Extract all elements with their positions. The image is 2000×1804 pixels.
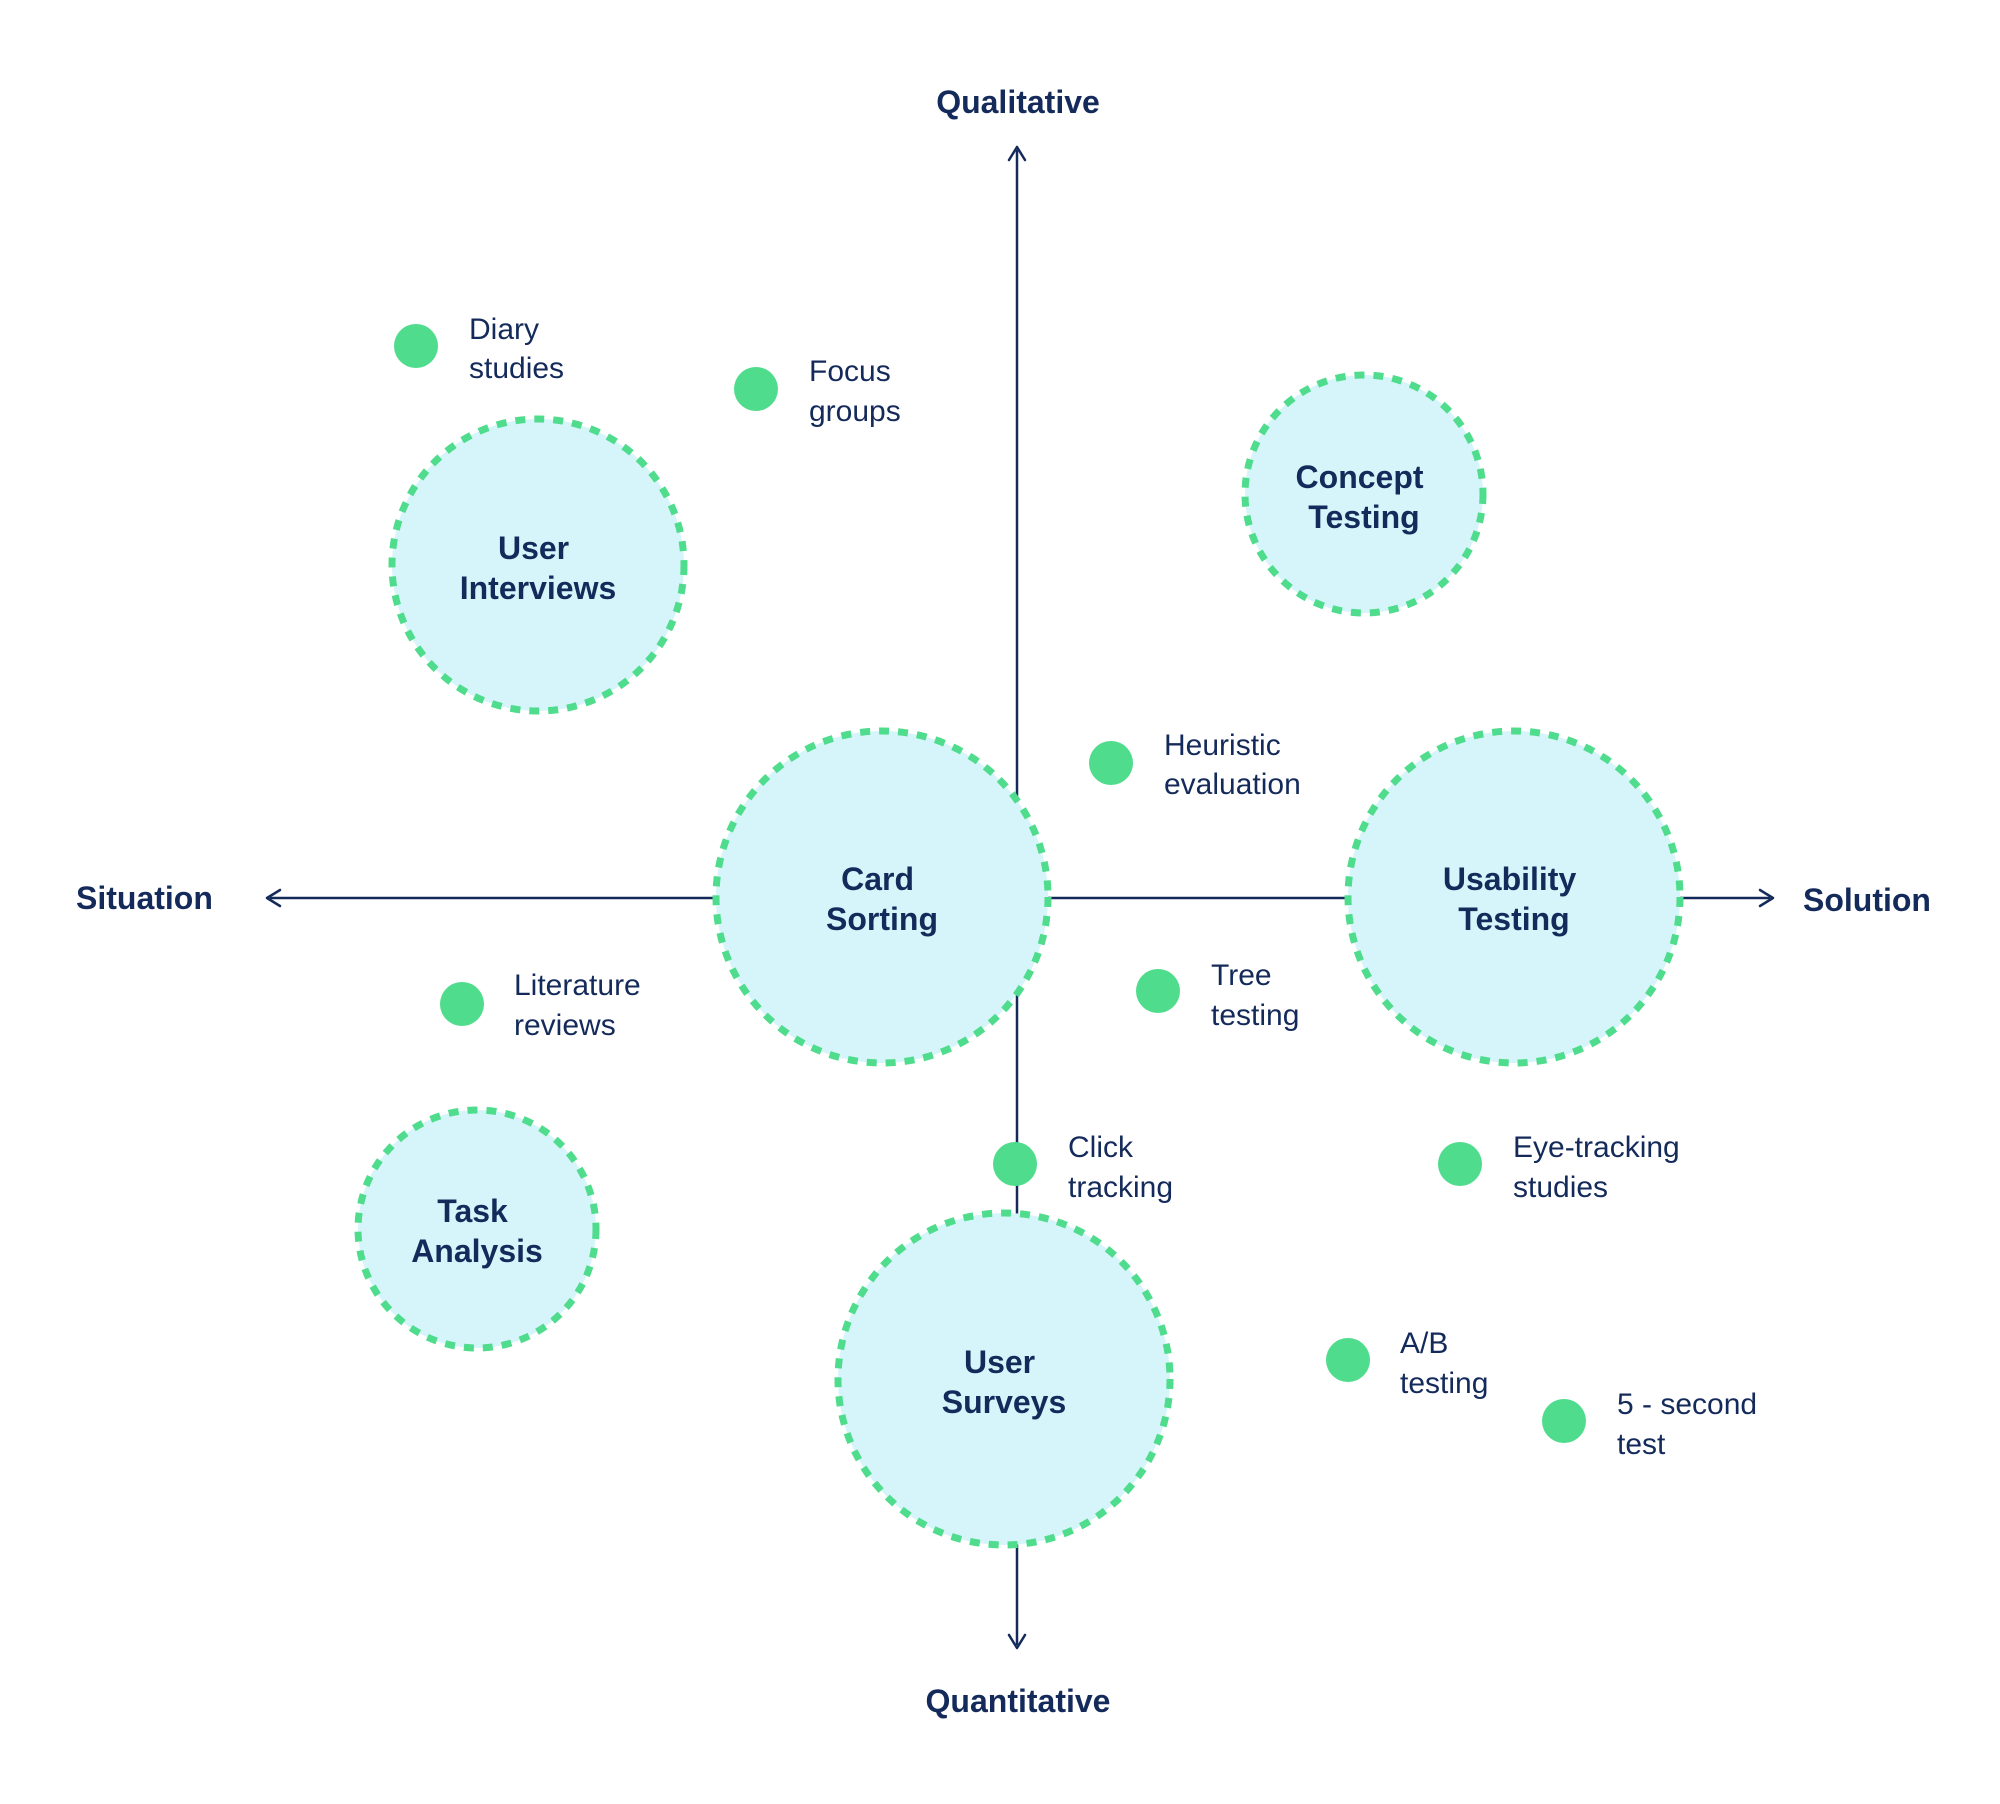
technique-dot	[1089, 741, 1133, 785]
method-label-line-1: Card	[841, 861, 914, 897]
method-label-line-1: User	[964, 1344, 1035, 1380]
svg-text:Eye-tracking studies: Eye-tracking studies	[1513, 1131, 1688, 1204]
method-circle	[354, 1106, 600, 1352]
svg-text:Click tracking: Click tracking	[1068, 1131, 1173, 1204]
technique-literature-reviews: Literature reviews	[440, 969, 649, 1042]
technique-dots: Diary studies Focus groups Heuristic eva…	[394, 313, 1765, 1461]
technique-label-line-1: 5 - second	[1617, 1388, 1757, 1421]
axes: Qualitative Quantitative Situation Solut…	[76, 84, 1931, 1719]
method-circle	[1344, 727, 1684, 1067]
technique-label-line-1: A/B	[1400, 1327, 1448, 1360]
svg-text:Concept Testing: Concept Testing	[1296, 459, 1433, 535]
method-label-line-2: Testing	[1458, 901, 1569, 937]
technique-dot	[734, 367, 778, 411]
technique-label-line-2: groups	[809, 395, 901, 428]
technique-dot	[1542, 1399, 1586, 1443]
svg-text:Heuristic evaluation: Heuristic evaluation	[1164, 729, 1301, 801]
technique-label-line-1: Click	[1068, 1131, 1134, 1164]
method-usability-testing: Usability Testing	[1344, 727, 1684, 1067]
svg-text:Focus groups: Focus groups	[809, 355, 901, 428]
method-concept-testing: Concept Testing	[1241, 371, 1487, 617]
technique-label-line-1: Eye-tracking	[1513, 1131, 1680, 1164]
svg-text:Usability Testing: Usability Testing	[1443, 861, 1585, 937]
method-label-line-1: Usability	[1443, 861, 1577, 897]
technique-eye-tracking-studies: Eye-tracking studies	[1438, 1131, 1688, 1204]
method-circle	[834, 1209, 1174, 1549]
method-circle	[712, 727, 1052, 1067]
technique-label-line-1: Literature	[514, 969, 641, 1002]
method-circle	[388, 415, 688, 715]
method-label-line-2: Analysis	[411, 1233, 543, 1269]
method-label-line-2: Interviews	[460, 570, 617, 606]
method-circle	[1241, 371, 1487, 617]
svg-text:5 - second test: 5 - second test	[1617, 1388, 1765, 1461]
technique-dot	[993, 1142, 1037, 1186]
arrow-up-icon	[1007, 145, 1027, 162]
technique-dot	[1438, 1142, 1482, 1186]
svg-text:Tree testing: Tree testing	[1211, 959, 1299, 1032]
method-label-line-2: Sorting	[826, 901, 938, 937]
technique-ab-testing: A/B testing	[1326, 1327, 1488, 1400]
technique-label-line-2: evaluation	[1164, 768, 1301, 801]
method-label-line-2: Surveys	[942, 1384, 1067, 1420]
svg-text:User Surveys: User Surveys	[942, 1344, 1067, 1420]
method-label-line-1: Concept	[1296, 459, 1424, 495]
technique-label-line-2: test	[1617, 1428, 1666, 1461]
technique-dot	[394, 324, 438, 368]
technique-label-line-1: Diary	[469, 313, 539, 346]
technique-label-line-2: tracking	[1068, 1171, 1173, 1204]
method-label-line-1: User	[498, 530, 569, 566]
technique-click-tracking: Click tracking	[993, 1131, 1173, 1204]
svg-text:Diary studies: Diary studies	[469, 313, 564, 385]
axis-label-quantitative: Quantitative	[926, 1683, 1111, 1719]
technique-label-line-1: Focus	[809, 355, 891, 388]
method-label-line-1: Task	[437, 1193, 508, 1229]
technique-label-line-1: Tree	[1211, 959, 1272, 992]
svg-text:Task Analysis: Task Analysis	[411, 1193, 543, 1269]
technique-dot	[1326, 1338, 1370, 1382]
technique-dot	[440, 982, 484, 1026]
arrow-right-icon	[1758, 888, 1775, 908]
technique-label-line-2: testing	[1211, 999, 1299, 1032]
technique-label-line-1: Heuristic	[1164, 729, 1281, 762]
technique-label-line-2: studies	[469, 352, 564, 385]
technique-label-line-2: studies	[1513, 1171, 1608, 1204]
method-circles: User Interviews Concept Testing Card Sor…	[354, 371, 1684, 1549]
technique-label-line-2: reviews	[514, 1009, 616, 1042]
technique-five-second-test: 5 - second test	[1542, 1388, 1765, 1461]
method-label-line-2: Testing	[1308, 499, 1419, 535]
svg-text:Literature reviews: Literature reviews	[514, 969, 649, 1042]
technique-label-line-2: testing	[1400, 1367, 1488, 1400]
technique-dot	[1136, 969, 1180, 1013]
technique-diary-studies: Diary studies	[394, 313, 564, 385]
method-task-analysis: Task Analysis	[354, 1106, 600, 1352]
arrow-down-icon	[1007, 1633, 1027, 1650]
svg-text:Card Sorting: Card Sorting	[826, 861, 938, 937]
technique-tree-testing: Tree testing	[1136, 959, 1299, 1032]
method-user-interviews: User Interviews	[388, 415, 688, 715]
arrow-left-icon	[265, 888, 282, 908]
axis-label-solution: Solution	[1803, 882, 1931, 918]
method-card-sorting: Card Sorting	[712, 727, 1052, 1067]
axis-label-qualitative: Qualitative	[936, 84, 1100, 120]
svg-text:User Interviews: User Interviews	[460, 530, 617, 606]
technique-focus-groups: Focus groups	[734, 355, 901, 428]
axis-label-situation: Situation	[76, 880, 213, 916]
technique-heuristic-evaluation: Heuristic evaluation	[1089, 729, 1301, 801]
svg-text:A/B testing: A/B testing	[1400, 1327, 1488, 1400]
method-user-surveys: User Surveys	[834, 1209, 1174, 1549]
